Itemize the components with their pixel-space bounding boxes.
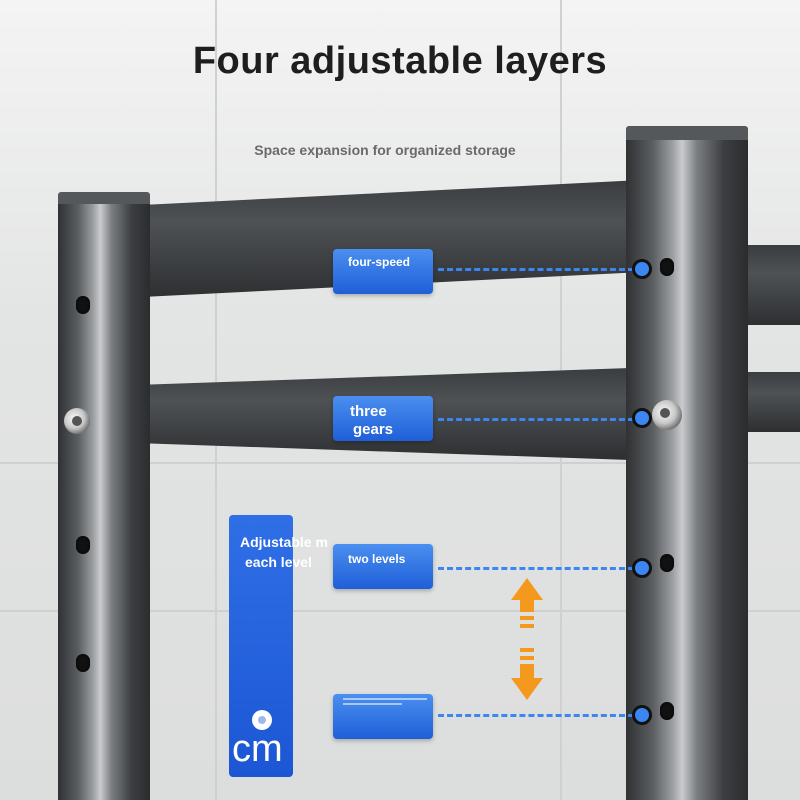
label-three-gears-line1: three [350, 403, 387, 420]
wall-tile-seam [0, 462, 800, 464]
shelf-beam-right-mid [748, 372, 800, 432]
bolt-icon [64, 408, 90, 434]
shelf-beam-right-top [748, 245, 800, 325]
double-arrow-icon-bar [520, 600, 534, 612]
label-three-gears-line2: gears [353, 421, 394, 438]
double-arrow-icon-bar [520, 664, 534, 678]
callout-line-4 [438, 714, 634, 717]
callout-dot-1 [632, 259, 652, 279]
label-four-speed-text: four-speed [348, 255, 411, 269]
label-two-levels: two levels [333, 544, 433, 589]
double-arrow-icon-bar [520, 656, 534, 660]
hole-icon [76, 536, 90, 554]
right-post [626, 140, 748, 800]
adjustable-card-unit: cm [232, 728, 283, 770]
double-arrow-icon [511, 578, 543, 600]
bolt-icon [652, 400, 682, 430]
label-fourth-level [333, 694, 433, 739]
double-arrow-icon-bar [520, 624, 534, 628]
left-post-cap [58, 192, 150, 206]
double-arrow-icon-bar [520, 648, 534, 652]
label-four-speed: four-speed [333, 249, 433, 294]
callout-dot-2 [632, 408, 652, 428]
page-title: Four adjustable layers [192, 40, 608, 82]
wall-tile-seam [0, 610, 800, 612]
label-two-levels-text: two levels [348, 552, 406, 566]
right-post-cap [626, 126, 748, 142]
hole-icon [76, 654, 90, 672]
hole-icon [660, 258, 674, 276]
page-subtitle: Space expansion for organized storage [254, 142, 516, 158]
double-arrow-icon-bar [520, 616, 534, 620]
hole-icon [660, 554, 674, 572]
double-arrow-icon-down [511, 678, 543, 700]
label-fourth-level-fine-print [343, 698, 427, 708]
adjustable-card-text: Adjustable m each level [240, 532, 328, 572]
callout-line-1 [438, 268, 634, 271]
adjustable-card [229, 515, 293, 777]
ring-icon [252, 710, 272, 730]
label-three-gears: three gears [333, 396, 433, 441]
callout-line-3 [438, 567, 634, 570]
callout-line-2 [438, 418, 634, 421]
adjustable-card-line1: Adjustable m [240, 534, 328, 550]
adjustable-card-line2: each level [245, 554, 312, 570]
left-post [58, 204, 150, 800]
callout-dot-3 [632, 558, 652, 578]
callout-dot-4 [632, 705, 652, 725]
hole-icon [76, 296, 90, 314]
hole-icon [660, 702, 674, 720]
